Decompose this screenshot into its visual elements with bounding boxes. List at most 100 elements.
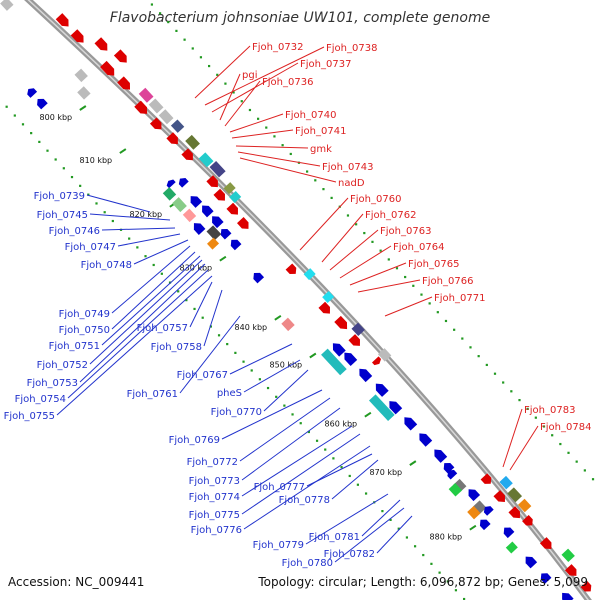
gene-label[interactable]: Fjoh_0738 bbox=[326, 43, 377, 54]
gene-label[interactable]: Fjoh_0765 bbox=[408, 259, 459, 270]
gene-label[interactable]: Fjoh_0737 bbox=[300, 59, 351, 70]
guide-dot bbox=[348, 474, 351, 478]
leader-line bbox=[241, 433, 361, 515]
gene-label[interactable]: pheS bbox=[217, 388, 242, 399]
leader-line bbox=[194, 45, 251, 99]
gene-label[interactable]: Fjoh_0736 bbox=[262, 77, 313, 88]
gene-label[interactable]: Fjoh_0772 bbox=[187, 457, 238, 468]
forward-gene bbox=[334, 315, 348, 330]
guide-dot bbox=[436, 311, 439, 314]
reverse-gene bbox=[359, 368, 373, 383]
guide-dot bbox=[462, 597, 466, 600]
gene-label[interactable]: Fjoh_0743 bbox=[322, 162, 373, 173]
guide-dot bbox=[111, 219, 114, 223]
gene-label[interactable]: Fjoh_0761 bbox=[127, 389, 178, 400]
gene-label[interactable]: Fjoh_0777 bbox=[254, 482, 305, 493]
gene-label[interactable]: Fjoh_0748 bbox=[81, 260, 132, 271]
leader-line bbox=[361, 499, 401, 537]
guide-dot bbox=[330, 196, 333, 200]
gene-label[interactable]: Fjoh_0764 bbox=[393, 242, 444, 253]
tick-mark bbox=[409, 460, 417, 466]
gene-label[interactable]: Fjoh_0741 bbox=[295, 126, 346, 137]
forward-gene bbox=[371, 356, 382, 366]
gene-label[interactable]: Fjoh_0783 bbox=[524, 405, 575, 416]
feature-block bbox=[507, 487, 523, 503]
guide-dot bbox=[469, 346, 472, 349]
guide-dot bbox=[346, 214, 350, 217]
forward-gene bbox=[181, 148, 193, 161]
gene-label[interactable]: Fjoh_0750 bbox=[59, 325, 110, 336]
gene-label[interactable]: Fjoh_0766 bbox=[422, 276, 473, 287]
feature-block bbox=[351, 322, 365, 337]
feature-block bbox=[162, 187, 177, 201]
gene-label[interactable]: Fjoh_0753 bbox=[27, 378, 78, 389]
gene-label[interactable]: gmk bbox=[310, 144, 332, 155]
gene-label[interactable]: Fjoh_0767 bbox=[177, 370, 228, 381]
gene-label[interactable]: Fjoh_0782 bbox=[324, 549, 375, 560]
guide-dot bbox=[404, 275, 407, 279]
label-leader-lines bbox=[56, 45, 539, 563]
gene-label[interactable]: Fjoh_0747 bbox=[65, 242, 116, 253]
gene-label[interactable]: Fjoh_0754 bbox=[15, 394, 66, 405]
gene-label[interactable]: Fjoh_0760 bbox=[350, 194, 401, 205]
gene-label[interactable]: Fjoh_0752 bbox=[37, 360, 88, 371]
guide-dot bbox=[242, 360, 245, 363]
accession-text: Accession: NC_009441 bbox=[8, 575, 145, 589]
gene-label[interactable]: Fjoh_0757 bbox=[137, 323, 188, 334]
guide-dot bbox=[591, 478, 595, 481]
leader-line bbox=[384, 296, 433, 317]
guide-dot bbox=[446, 580, 449, 583]
leader-line bbox=[229, 343, 293, 375]
gene-label[interactable]: Fjoh_0732 bbox=[252, 42, 303, 53]
guide-dot bbox=[281, 144, 284, 147]
guide-dot bbox=[144, 255, 147, 258]
reverse-gene bbox=[344, 352, 358, 366]
guide-dot bbox=[248, 108, 252, 112]
leader-line bbox=[203, 289, 223, 347]
gene-label[interactable]: Fjoh_0763 bbox=[380, 226, 431, 237]
gene-label[interactable]: Fjoh_0779 bbox=[253, 540, 304, 551]
gene-label[interactable]: Fjoh_0751 bbox=[49, 341, 100, 352]
gene-label[interactable]: Fjoh_0740 bbox=[285, 110, 336, 121]
reverse-gene bbox=[525, 556, 538, 569]
guide-dot bbox=[152, 263, 155, 267]
gene-label[interactable]: Fjoh_0746 bbox=[49, 226, 100, 237]
gene-label[interactable]: Fjoh_0776 bbox=[191, 525, 242, 536]
leader-line bbox=[229, 113, 284, 133]
guide-dot bbox=[175, 29, 178, 32]
gene-label[interactable]: Fjoh_0774 bbox=[189, 492, 240, 503]
gene-label[interactable]: nadD bbox=[338, 178, 365, 189]
guide-dot bbox=[193, 307, 196, 311]
gene-label[interactable]: Fjoh_0780 bbox=[282, 558, 333, 569]
gene-label[interactable]: Fjoh_0778 bbox=[279, 495, 330, 506]
reverse-gene bbox=[404, 417, 418, 431]
feature-block bbox=[517, 498, 532, 513]
gene-label[interactable]: Fjoh_0773 bbox=[189, 476, 240, 487]
gene-label[interactable]: Fjoh_0775 bbox=[189, 510, 240, 521]
gene-label[interactable]: Fjoh_0739 bbox=[34, 191, 85, 202]
gene-label[interactable]: Fjoh_0749 bbox=[59, 309, 110, 320]
guide-dot bbox=[453, 328, 456, 331]
gene-label[interactable]: Fjoh_0758 bbox=[151, 342, 202, 353]
gene-label[interactable]: Fjoh_0771 bbox=[434, 293, 485, 304]
gene-label[interactable]: Fjoh_0755 bbox=[4, 411, 55, 422]
guide-dot bbox=[183, 38, 186, 41]
guide-dot bbox=[340, 466, 343, 469]
gene-label[interactable]: Fjoh_0745 bbox=[37, 210, 88, 221]
leader-line bbox=[263, 369, 309, 412]
gene-label[interactable]: Fjoh_0769 bbox=[169, 435, 220, 446]
guide-dot bbox=[389, 518, 392, 522]
gene-label[interactable]: Fjoh_0770 bbox=[211, 407, 262, 418]
gene-label[interactable]: Fjoh_0784 bbox=[540, 422, 591, 433]
gene-label[interactable]: Fjoh_0762 bbox=[365, 210, 416, 221]
guide-dot bbox=[209, 325, 212, 328]
guide-dot bbox=[420, 293, 423, 296]
reverse-gene bbox=[419, 433, 433, 447]
gene-label[interactable]: pgi bbox=[242, 70, 257, 81]
leader-line bbox=[306, 453, 373, 487]
guide-dot bbox=[224, 82, 227, 85]
tick-mark bbox=[309, 352, 317, 359]
guide-dot bbox=[201, 316, 204, 319]
gene-label[interactable]: Fjoh_0781 bbox=[309, 532, 360, 543]
feature-block bbox=[281, 317, 295, 332]
